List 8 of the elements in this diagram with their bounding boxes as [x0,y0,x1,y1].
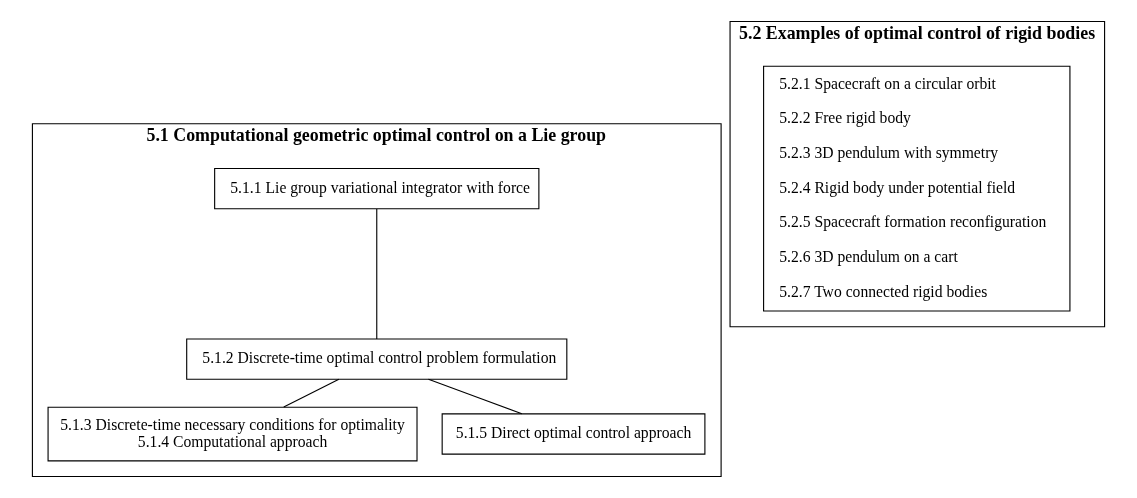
node-box: 5.1.2 Discrete-time optimal control problem formulation [186,338,568,380]
node-box: 5.2.1 Spacecraft on a circular orbit 5.2.2 Free rigid body 5.2.3 3D pendulum with symmetry 5.2.4 Rigid body under potential field 5.2.5 Spacecraft formation reconfiguration 5.2.6 3D pendulum on a cart 5.2.7 Two connected rigid bodies [763,65,1071,312]
connector [376,208,378,340]
connector [283,378,340,408]
connector [427,378,523,415]
node-box: 5.1.5 Direct optimal control approach [441,413,706,455]
node-box: 5.1.1 Lie group variational integrator with force [214,167,540,210]
node-box: 5.1.3 Discrete-time necessary conditions for optimality 5.1.4 Computational approach [47,406,418,462]
